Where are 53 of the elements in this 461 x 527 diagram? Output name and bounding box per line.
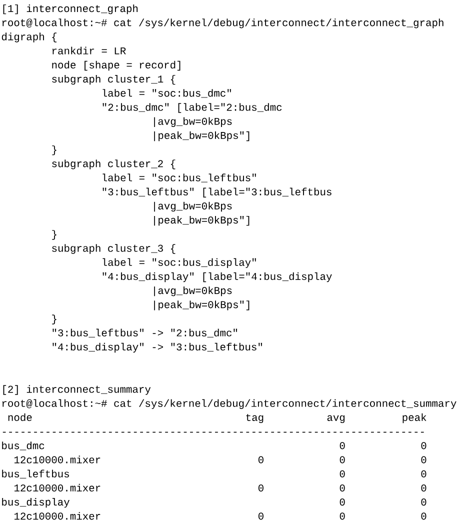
table-cell: 0 [340, 512, 345, 520]
terminal-line: label = "soc:bus_leftbus" [102, 174, 256, 182]
terminal-line: [2] interconnect_summary [3, 385, 151, 395]
terminal-line: |avg_bw=0kBps [154, 286, 232, 296]
terminal-line: "2:bus_dmc" [label="2:bus_dmc [102, 103, 282, 113]
table-cell: 0 [258, 484, 264, 492]
table-cell: bus_display [2, 498, 70, 508]
table-cell: bus_dmc [2, 442, 44, 450]
terminal-line: subgraph cluster_3 { [52, 244, 176, 254]
terminal-line: subgraph cluster_1 { [52, 74, 176, 85]
column-header: avg [327, 415, 345, 424]
table-cell: 0 [340, 456, 345, 464]
table-cell: 0 [421, 484, 426, 492]
terminal-line: "3:bus_leftbus" -> "2:bus_dmc" [52, 328, 238, 338]
terminal-line: "4:bus_display" -> "3:bus_leftbus" [52, 342, 262, 353]
dashed-separator: -------------------------------------------------------------------- [2, 432, 424, 433]
table-cell: 12c10000.mixer [14, 484, 100, 492]
terminal-line: label = "soc:bus_display" [102, 258, 256, 268]
table-cell: 0 [258, 456, 264, 464]
terminal-line: [1] interconnect_graph [3, 4, 138, 14]
terminal-line: root@localhost:~# cat /sys/kernel/debug/interconnect/interconnect_graph [2, 18, 444, 28]
terminal-line: label = "soc:bus_dmc" [102, 89, 231, 98]
terminal-line: "3:bus_leftbus" [label="3:bus_leftbus [102, 188, 332, 198]
terminal-line: digraph { [2, 32, 56, 42]
terminal-line: } [52, 145, 56, 156]
terminal-line: } [52, 230, 56, 240]
terminal-line: |peak_bw=0kBps"] [154, 300, 250, 310]
table-cell: bus_leftbus [2, 470, 69, 478]
terminal-line: |peak_bw=0kBps"] [154, 131, 250, 142]
column-header: node [8, 413, 32, 422]
terminal-line: root@localhost:~# cat /sys/kernel/debug/interconnect/interconnect_summary [2, 399, 456, 409]
table-cell: 0 [340, 498, 345, 506]
terminal-line: |avg_bw=0kBps [154, 117, 232, 127]
column-header: tag [246, 414, 264, 424]
table-cell: 0 [340, 442, 345, 450]
terminal-line: subgraph cluster_2 { [52, 160, 176, 170]
terminal-line: |avg_bw=0kBps [154, 202, 232, 212]
table-cell: 0 [421, 456, 426, 464]
table-cell: 0 [340, 470, 345, 478]
table-cell: 0 [421, 470, 426, 478]
terminal-line: node [shape = record] [52, 60, 180, 71]
column-header: peak [402, 413, 426, 424]
table-cell: 12c10000.mixer [14, 456, 100, 464]
terminal-line: rankdir = LR [52, 46, 126, 54]
table-cell: 0 [258, 512, 264, 520]
table-cell: 0 [421, 498, 426, 506]
table-cell: 0 [421, 442, 426, 450]
terminal-line: |peak_bw=0kBps"] [154, 216, 250, 226]
table-cell: 12c10000.mixer [14, 512, 100, 520]
table-cell: 0 [340, 484, 345, 492]
terminal-line: "4:bus_display" [label="4:bus_display [102, 272, 332, 282]
terminal-line: } [52, 314, 56, 324]
table-cell: 0 [421, 512, 426, 520]
